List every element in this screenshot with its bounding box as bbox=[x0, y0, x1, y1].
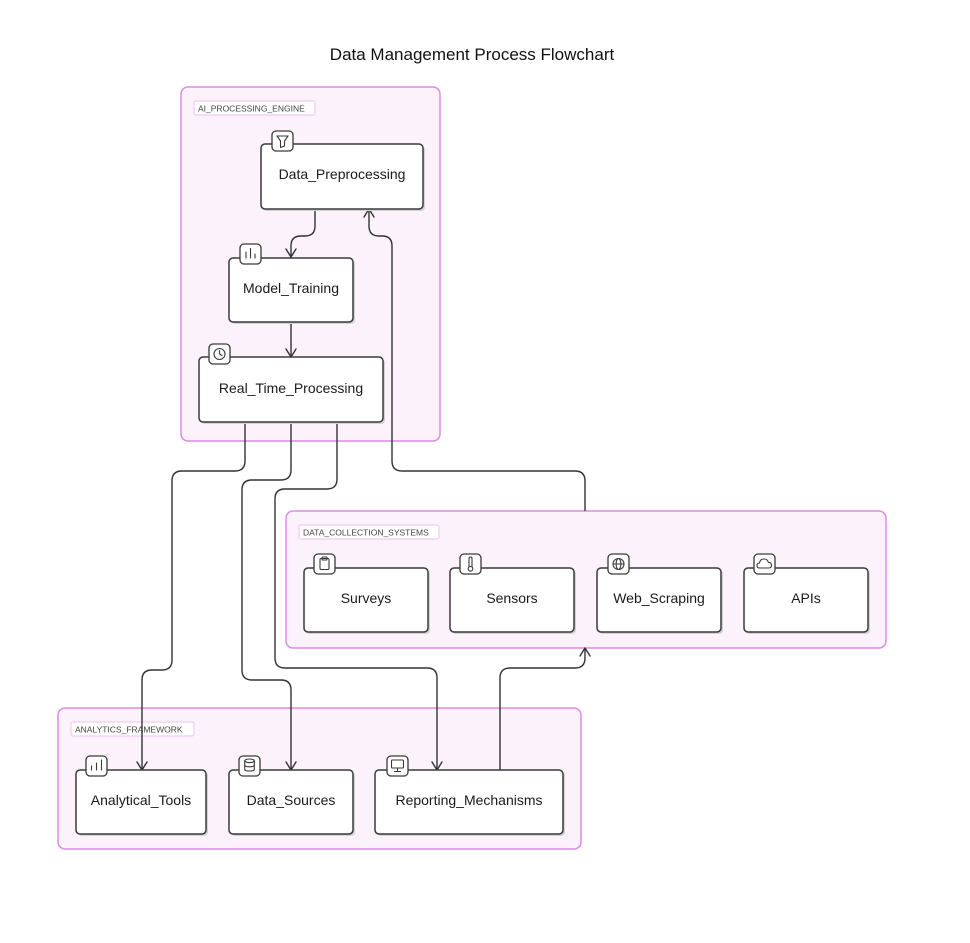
node-label: Data_Preprocessing bbox=[279, 166, 406, 182]
node-apis[interactable]: APIs bbox=[743, 553, 870, 634]
node-data-preprocessing[interactable]: Data_Preprocessing bbox=[260, 130, 425, 211]
diagram-title: Data Management Process Flowchart bbox=[330, 45, 615, 64]
edge-preprocessing-to-training bbox=[290, 209, 316, 257]
database-icon bbox=[238, 755, 261, 777]
group-label-analytics-framework: ANALYTICS_FRAMEWORK bbox=[75, 725, 183, 735]
monitor-icon bbox=[386, 755, 409, 777]
node-label: Analytical_Tools bbox=[91, 792, 191, 808]
globe-icon bbox=[607, 553, 630, 575]
edge-realtime-to-data-sources bbox=[241, 422, 292, 770]
node-label: Model_Training bbox=[243, 280, 339, 296]
node-data-sources[interactable]: Data_Sources bbox=[228, 755, 355, 836]
cloud-icon bbox=[753, 553, 776, 575]
group-label-ai-processing-engine: AI_PROCESSING_ENGINE bbox=[198, 104, 305, 114]
node-sensors[interactable]: Sensors bbox=[449, 553, 576, 634]
node-label: Web_Scraping bbox=[613, 590, 705, 606]
node-surveys[interactable]: Surveys bbox=[303, 553, 430, 634]
node-label: APIs bbox=[791, 590, 821, 606]
node-model-training[interactable]: Model_Training bbox=[228, 243, 355, 324]
node-web-scraping[interactable]: Web_Scraping bbox=[596, 553, 723, 634]
group-data-collection-systems: DATA_COLLECTION_SYSTEMS bbox=[285, 510, 887, 649]
clock-icon bbox=[208, 343, 231, 365]
clipboard-icon bbox=[313, 553, 336, 575]
edge-collection-to-preprocessing bbox=[368, 209, 586, 511]
edge-reporting-to-collection bbox=[499, 648, 586, 770]
bar-chart-icon bbox=[239, 243, 262, 265]
node-label: Sensors bbox=[486, 590, 537, 606]
node-analytical-tools[interactable]: Analytical_Tools bbox=[75, 755, 208, 836]
chart-icon bbox=[85, 755, 108, 777]
node-label: Surveys bbox=[341, 590, 392, 606]
node-label: Reporting_Mechanisms bbox=[395, 792, 542, 808]
edge-realtime-to-reporting bbox=[274, 422, 438, 770]
edge-realtime-to-analytical-tools bbox=[141, 422, 246, 770]
node-label: Real_Time_Processing bbox=[219, 380, 363, 396]
node-label: Data_Sources bbox=[247, 792, 336, 808]
group-label-data-collection-systems: DATA_COLLECTION_SYSTEMS bbox=[303, 528, 429, 538]
thermometer-icon bbox=[459, 553, 482, 575]
node-reporting-mechanisms[interactable]: Reporting_Mechanisms bbox=[374, 755, 565, 836]
node-real-time-processing[interactable]: Real_Time_Processing bbox=[198, 343, 385, 424]
filter-icon bbox=[271, 130, 294, 152]
